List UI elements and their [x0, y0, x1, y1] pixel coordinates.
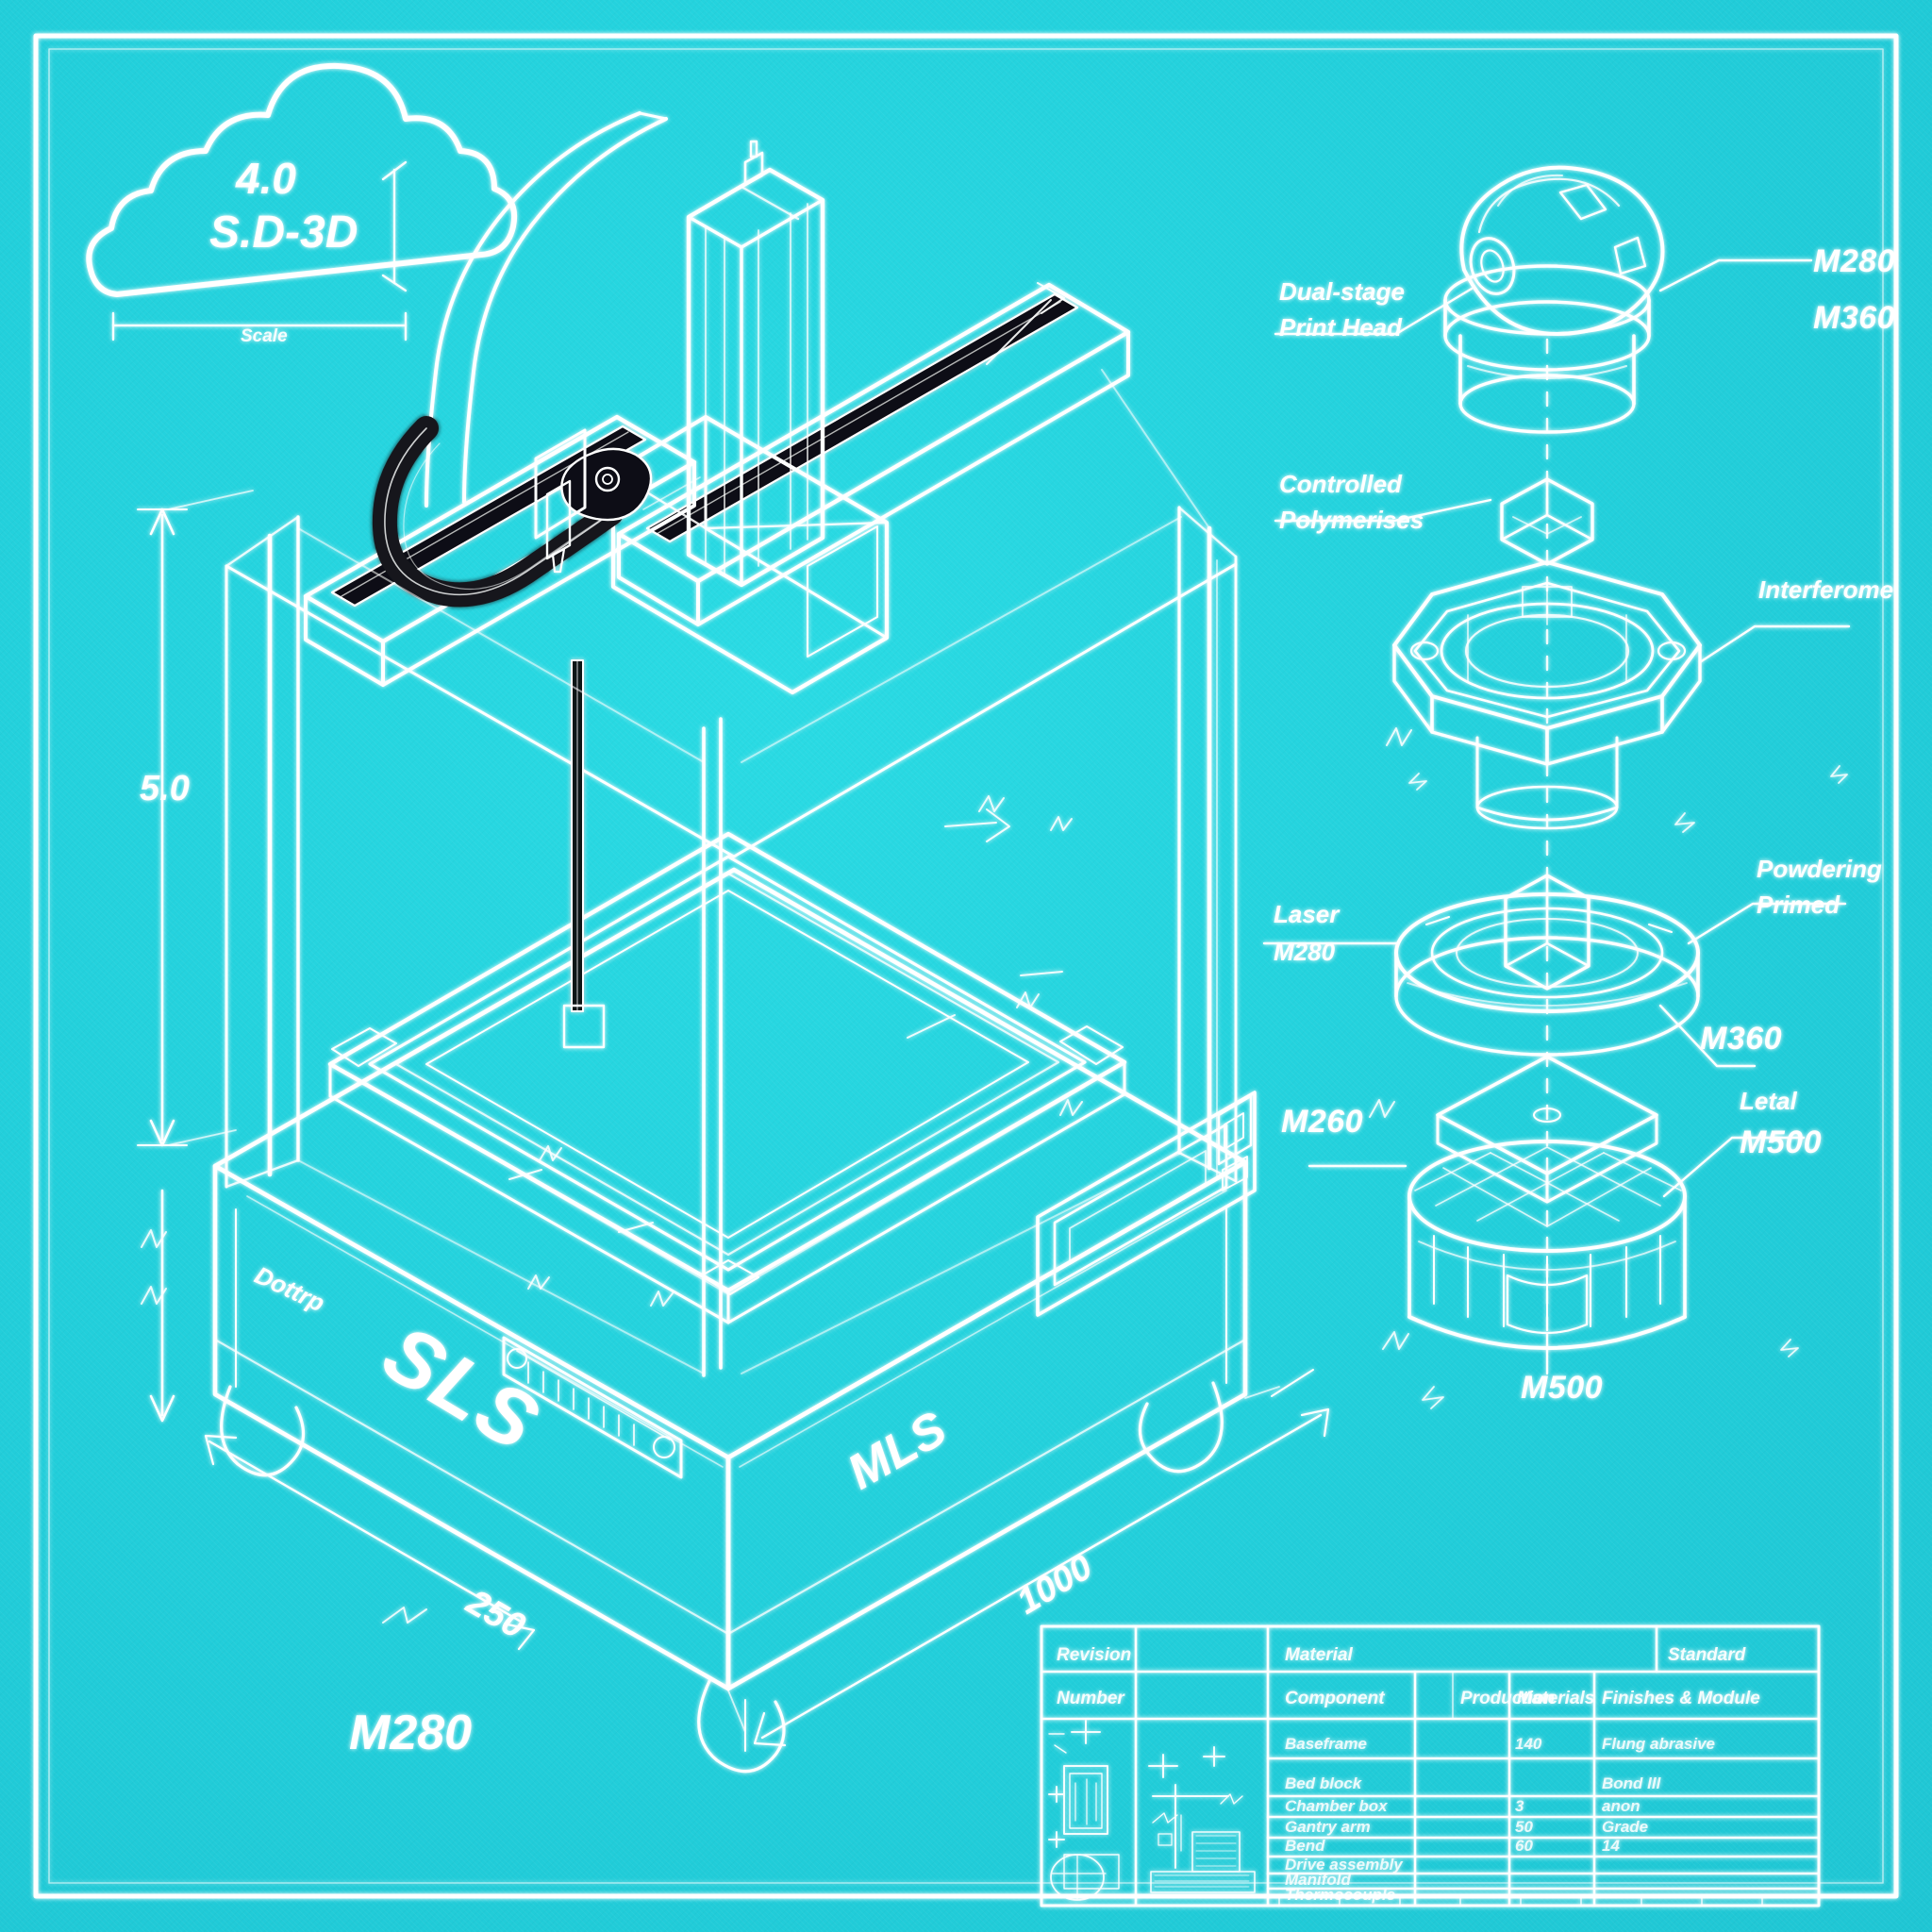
machine-leader-marks — [508, 282, 1065, 1233]
svg-text:Manifold: Manifold — [1285, 1871, 1351, 1889]
svg-text:Thermocouple: Thermocouple — [1285, 1886, 1395, 1904]
drawing-frame — [33, 33, 1899, 1899]
chamber-glass-panels — [297, 369, 1218, 1374]
brand-small: MLS — [839, 1401, 956, 1500]
z-leadscrew — [562, 659, 606, 1049]
z-tower-column — [686, 140, 825, 588]
exploded-scribbles — [1369, 727, 1848, 1409]
tb-left-header-2: Number — [1057, 1689, 1125, 1708]
svg-text:M500: M500 — [1740, 1124, 1822, 1160]
print-head-module — [1443, 165, 1665, 434]
octagonal-housing — [1392, 560, 1702, 830]
callout-polymerises: Controlled Polymerises — [1279, 470, 1424, 534]
tb-col-4: Finishes & Module — [1602, 1689, 1760, 1708]
svg-text:Letal: Letal — [1740, 1087, 1797, 1115]
svg-text:50: 50 — [1515, 1818, 1533, 1836]
cloud-scale-caption: Scale — [241, 326, 288, 346]
tb-section-header: Material — [1285, 1645, 1354, 1665]
exploded-leader-lines — [1262, 258, 1851, 1375]
tb-col-3: Materials — [1517, 1689, 1594, 1708]
cloud-model: S.D-3D — [209, 208, 358, 258]
svg-text:Controlled: Controlled — [1279, 470, 1403, 498]
callout-laser: Laser M280 — [1274, 900, 1341, 966]
svg-text:Gantry arm: Gantry arm — [1285, 1818, 1371, 1836]
brand-large: SLS — [368, 1307, 555, 1470]
svg-text:Bond lll: Bond lll — [1602, 1774, 1662, 1792]
svg-text:Baseframe: Baseframe — [1285, 1735, 1367, 1753]
svg-text:Grade: Grade — [1602, 1818, 1648, 1836]
brand-tag: Dottrp — [250, 1260, 328, 1317]
build-chamber-frame — [225, 506, 1238, 1377]
svg-text:3: 3 — [1515, 1797, 1524, 1815]
label-m280: M280 — [1813, 243, 1895, 279]
dimension-width-label: 1000 — [1010, 1547, 1099, 1623]
touchscreen-panel[interactable] — [1036, 1091, 1257, 1317]
label-m260: M260 — [1281, 1104, 1363, 1140]
dimension-height-label: 5.0 — [140, 769, 190, 808]
svg-text:Print Head: Print Head — [1279, 313, 1403, 341]
svg-text:Bend: Bend — [1285, 1837, 1325, 1855]
callout-print-head: Dual-stage Print Head — [1279, 277, 1405, 341]
svg-text:140: 140 — [1515, 1735, 1542, 1753]
callout-letal-m500: Letal M500 — [1740, 1087, 1822, 1160]
front-model-label: M280 — [349, 1706, 472, 1760]
front-slot-strip — [502, 1336, 683, 1479]
printer-assembly — [212, 111, 1257, 1774]
svg-text:Laser: Laser — [1274, 900, 1341, 928]
svg-text:Powdering: Powdering — [1757, 855, 1882, 883]
title-block — [1040, 1624, 1821, 1907]
exploded-labels: M260 M280 M360 M360 M500 Dual-stage Prin… — [1274, 243, 1895, 1406]
tb-col-2: Production — [1460, 1689, 1555, 1708]
svg-text:Flung abrasive: Flung abrasive — [1602, 1735, 1715, 1753]
svg-text:anon: anon — [1602, 1797, 1641, 1815]
tb-left-header-1: Revision — [1057, 1645, 1131, 1665]
svg-text:M280: M280 — [1274, 938, 1336, 966]
dimension-lines — [137, 490, 1330, 1752]
cable-harness — [372, 111, 668, 608]
tb-right-header: Standard — [1668, 1645, 1746, 1665]
label-m360-mid: M360 — [1700, 1021, 1782, 1057]
callout-interferome: Interferome — [1758, 575, 1893, 604]
label-m360-top: M360 — [1813, 300, 1895, 336]
label-m500-bottom: M500 — [1521, 1370, 1603, 1406]
svg-text:Polymerises: Polymerises — [1279, 506, 1424, 534]
callout-powdering: Powdering Primed — [1757, 855, 1882, 919]
square-plate — [1436, 1055, 1658, 1204]
svg-text:Bed block: Bed block — [1285, 1774, 1363, 1792]
svg-text:Primed: Primed — [1757, 891, 1840, 919]
svg-text:Dual-stage: Dual-stage — [1279, 277, 1405, 306]
svg-text:60: 60 — [1515, 1837, 1533, 1855]
tb-col-1: Component — [1285, 1689, 1385, 1708]
svg-text:14: 14 — [1602, 1837, 1620, 1855]
svg-text:Drive assembly: Drive assembly — [1285, 1856, 1404, 1874]
exploded-assembly — [1392, 165, 1702, 1350]
cloud-dimension-ticks — [111, 160, 408, 341]
title-block-text: Revision Number Material Standard Compon… — [1057, 1645, 1760, 1904]
cloud-badge: 4.0 S.D-3D — [86, 62, 517, 297]
svg-text:Chamber box: Chamber box — [1285, 1797, 1389, 1815]
build-platter-disc — [1394, 892, 1700, 1057]
machine-annotation-scribbles — [141, 795, 1083, 1624]
cloud-version: 4.0 — [235, 154, 296, 203]
